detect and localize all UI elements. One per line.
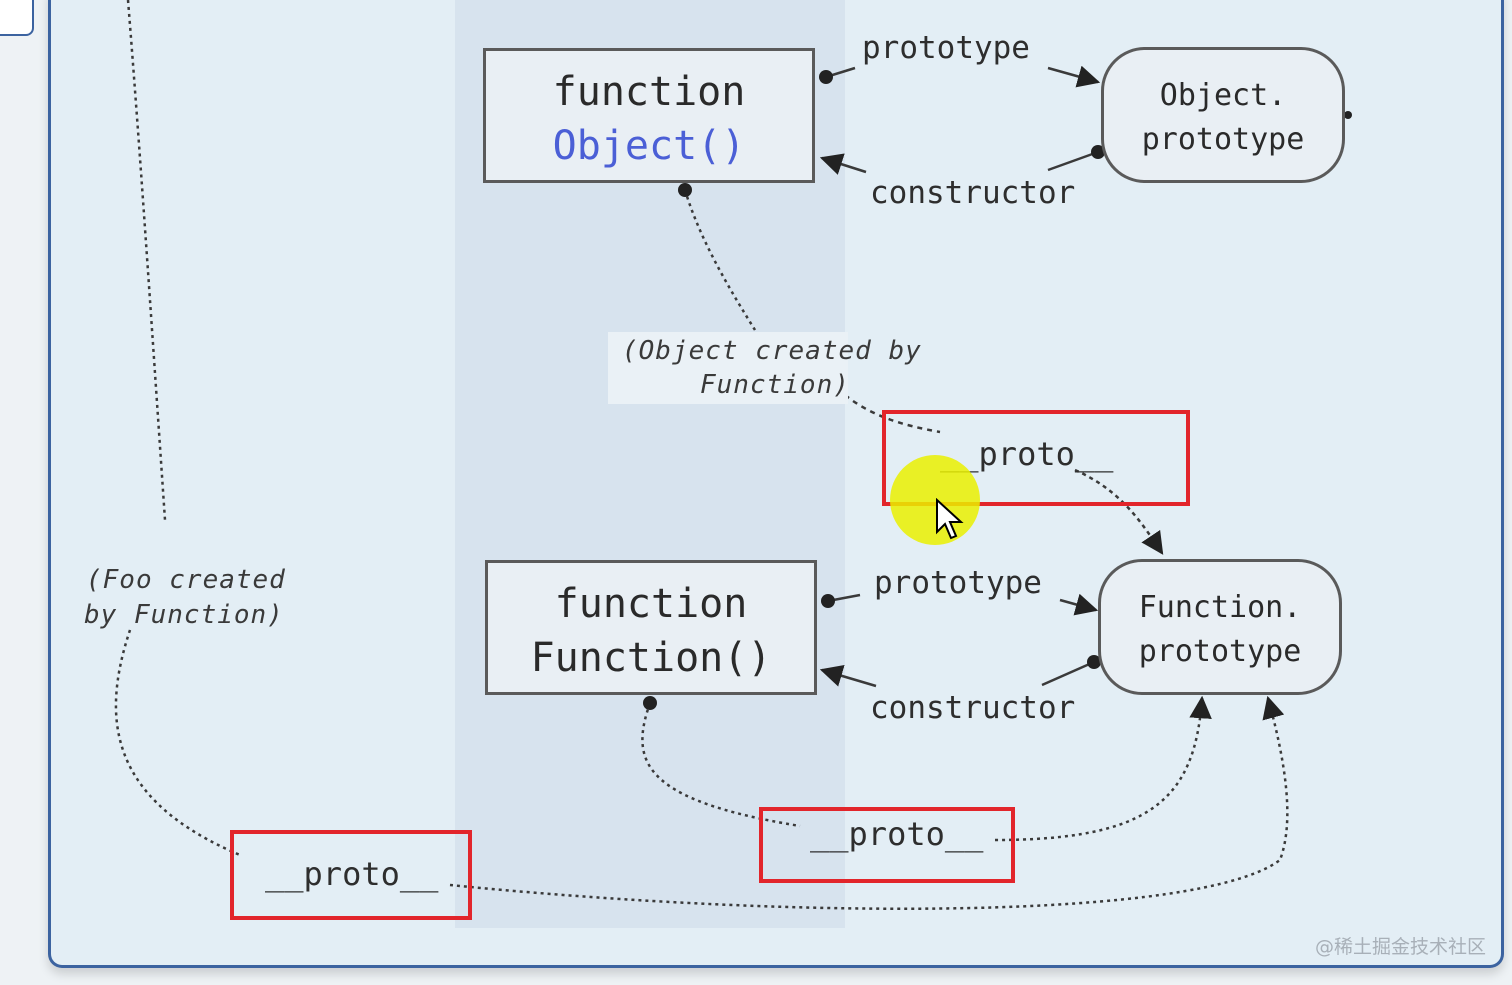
node-object-prototype: Object. prototype [1101,47,1345,183]
bottom-prototype-right [1059,593,1099,616]
function-proto-line [641,702,801,828]
label-object-created-line1: (Object created by [622,336,922,366]
label-proto-left: __proto__ [265,855,439,893]
node-function-prototype: Function. prototype [1098,559,1342,695]
label-proto-middle: __proto__ [810,815,984,853]
node-function-object-line2: Object() [552,123,746,169]
label-constructor-top: constructor [870,175,1076,211]
label-proto-upper: __proto__ [940,435,1114,473]
object-created-line [683,189,757,331]
dot-function-proto [643,696,657,710]
dot-function-prototype [821,594,835,608]
node-function-object-line1: function [552,69,746,115]
bottom-constructor-right [1041,660,1095,687]
cursor-arrow-icon [936,498,964,540]
highlight-box-middle [759,807,1015,883]
dot-object-prototype [819,70,833,84]
object-proto-line [844,394,941,434]
foo-dotted-line [126,0,167,521]
bottom-constructor-left [819,664,877,688]
upper-proto-arrow [1074,468,1164,555]
label-foo-created-line1: (Foo created [86,565,286,595]
node-function-function-line1: function [554,581,748,627]
top-constructor-right [1047,150,1099,172]
watermark: @稀土掘金技术社区 [1314,936,1486,958]
label-prototype-top: prototype [862,30,1030,66]
node-function-function-line2: Function() [530,635,772,681]
dot-function-constructor [1087,655,1101,669]
top-constructor-left [819,153,867,175]
cursor-highlight [890,455,980,545]
label-constructor-bottom: constructor [870,690,1076,726]
highlight-box-left [230,830,472,920]
node-function-prototype-line2: prototype [1138,634,1302,669]
dot-object-proto [678,183,692,197]
node-function-object: function Object() [483,48,815,183]
label-prototype-bottom: prototype [874,565,1042,601]
top-prototype-right [1047,65,1101,88]
label-foo-created-line2: by Function) [84,600,284,630]
node-function-function: function Function() [485,560,817,695]
highlight-box-upper [882,410,1190,506]
foo-proto-line [114,629,241,857]
node-object-prototype-line1: Object. [1159,78,1287,113]
dot-edge [1344,111,1352,119]
window-edge [0,0,34,36]
label-object-created-line2: Function) [700,370,850,400]
node-object-prototype-line2: prototype [1141,122,1305,157]
node-function-prototype-line1: Function. [1138,590,1302,625]
annotation-bg [608,332,848,404]
